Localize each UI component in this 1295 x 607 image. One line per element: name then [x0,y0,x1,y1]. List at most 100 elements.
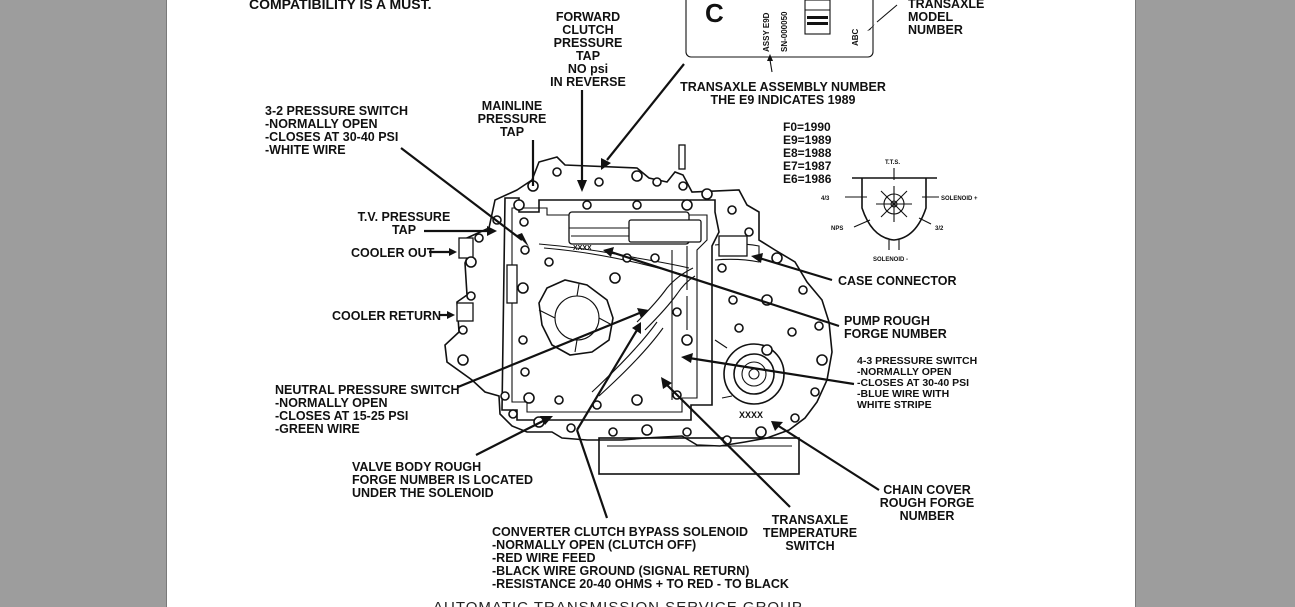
bolt-hole [552,167,562,177]
svg-text:-NORMALLY OPEN (CLUTCH OFF): -NORMALLY OPEN (CLUTCH OFF) [492,538,696,552]
svg-text:-RESISTANCE 20-40 OHMS + TO RE: -RESISTANCE 20-40 OHMS + TO RED - TO BLA… [492,577,789,591]
bolt-hole [650,253,660,263]
svg-text:E6=1986: E6=1986 [783,172,832,186]
bolt-hole [465,256,477,268]
leader-lines [400,63,880,519]
label-forward-clutch: FORWARD CLUTCH PRESSURE TAP NO psi IN RE… [550,10,626,89]
bolt-hole [457,354,469,366]
svg-text:-NORMALLY OPEN: -NORMALLY OPEN [275,396,388,410]
bolt-hole [523,392,535,404]
footer-text: AUTOMATIC TRANSMISSION SERVICE GROUP [433,599,803,607]
svg-text:F0=1990: F0=1990 [783,120,831,134]
bolt-hole [810,387,820,397]
bolt-hole [717,263,727,273]
svg-text:CHAIN COVER: CHAIN COVER [883,483,971,497]
bolt-hole [609,272,621,284]
svg-text:-NORMALLY OPEN: -NORMALLY OPEN [265,117,378,131]
id-tag: C ASSY E9D SN-000050 ABC [685,0,898,73]
bolt-hole [500,391,510,401]
svg-text:3-2 PRESSURE SWITCH: 3-2 PRESSURE SWITCH [265,104,408,118]
callout-labels: FORWARD CLUTCH PRESSURE TAP NO psi IN RE… [265,0,984,591]
bolt-hole [508,409,518,419]
svg-text:-CLOSES AT 30-40 PSI: -CLOSES AT 30-40 PSI [265,130,398,144]
svg-text:MAINLINE: MAINLINE [482,99,542,113]
svg-text:-GREEN WIRE: -GREEN WIRE [275,422,360,436]
bolt-hole [761,344,773,356]
label-transaxle-model: TRANSAXLE MODEL NUMBER [908,0,984,37]
svg-text:FORWARD: FORWARD [556,10,620,24]
label-case-connector: CASE CONNECTOR [838,274,957,288]
label-assembly-number: TRANSAXLE ASSEMBLY NUMBER THE E9 INDICAT… [680,80,886,107]
bolt-holes [457,167,828,445]
pin-43: 4/3 [821,196,830,202]
bolt-hole [701,188,713,200]
label-3-2-switch: 3-2 PRESSURE SWITCH -NORMALLY OPEN -CLOS… [265,104,408,157]
svg-text:-CLOSES AT 15-25 PSI: -CLOSES AT 15-25 PSI [275,409,408,423]
bolt-hole [678,181,688,191]
svg-text:CONVERTER CLUTCH BYPASS SOLENO: CONVERTER CLUTCH BYPASS SOLENOID [492,525,748,539]
svg-text:4-3 PRESSURE SWITCH: 4-3 PRESSURE SWITCH [857,355,977,367]
pin-32: 3/2 [935,226,944,232]
bolt-hole [641,424,653,436]
bolt-hole [554,395,564,405]
svg-text:IN REVERSE: IN REVERSE [550,75,626,89]
bolt-hole [744,227,754,237]
label-valve-body: VALVE BODY ROUGH FORGE NUMBER IS LOCATED… [352,460,533,500]
svg-text:TEMPERATURE: TEMPERATURE [763,526,857,540]
bolt-hole [755,426,767,438]
svg-text:PUMP ROUGH: PUMP ROUGH [844,314,930,328]
header-text: COMPATIBILITY IS A MUST. [249,0,432,12]
transaxle-diagram: COMPATIBILITY IS A MUST. C ASSY E9D SN-0… [249,0,984,607]
bolt-hole [520,245,530,255]
svg-text:THE E9 INDICATES 1989: THE E9 INDICATES 1989 [711,93,856,107]
bolt-hole [681,334,693,346]
bolt-hole [582,200,592,210]
bolt-hole [727,205,737,215]
svg-text:PRESSURE: PRESSURE [554,36,623,50]
tag-sn: SN-000050 [780,11,789,52]
svg-text:TAP: TAP [500,125,524,139]
svg-text:FORGE NUMBER: FORGE NUMBER [844,327,947,341]
svg-text:NO psi: NO psi [568,62,608,76]
bolt-hole [520,367,530,377]
bolt-hole [518,335,528,345]
connector-pinout: T.T.S. 4/3 SOLENOID + NPS 3/2 SOLENOID - [821,160,978,263]
svg-text:NUMBER: NUMBER [908,23,963,37]
svg-text:SWITCH: SWITCH [785,539,834,553]
svg-text:PRESSURE: PRESSURE [478,112,547,126]
tag-letter: C [705,0,724,28]
svg-text:TRANSAXLE ASSEMBLY NUMBER: TRANSAXLE ASSEMBLY NUMBER [680,80,886,94]
svg-text:-RED WIRE FEED: -RED WIRE FEED [492,551,595,565]
label-4-3-switch: 4-3 PRESSURE SWITCH -NORMALLY OPEN -CLOS… [857,355,977,411]
bolt-hole [544,257,554,267]
svg-text:CLUTCH: CLUTCH [562,23,613,37]
bolt-hole [458,325,468,335]
bolt-hole [632,200,642,210]
svg-text:E7=1987: E7=1987 [783,159,832,173]
svg-text:MODEL: MODEL [908,10,954,24]
svg-text:TRANSAXLE: TRANSAXLE [908,0,984,11]
bolt-hole [608,427,618,437]
bolt-hole [798,285,808,295]
label-temp-switch: TRANSAXLE TEMPERATURE SWITCH [763,513,857,553]
svg-text:TAP: TAP [576,49,600,63]
bolt-hole [787,327,797,337]
document-page: COMPATIBILITY IS A MUST. C ASSY E9D SN-0… [166,0,1136,607]
year-codes: F0=1990 E9=1989 E8=1988 E7=1987 E6=1986 [783,120,832,186]
label-cooler-out: COOLER OUT [351,246,435,260]
label-converter-clutch: CONVERTER CLUTCH BYPASS SOLENOID -NORMAL… [492,525,789,591]
svg-text:VALVE BODY ROUGH: VALVE BODY ROUGH [352,460,481,474]
bolt-hole [816,354,828,366]
tag-abc: ABC [851,28,860,46]
pin-sol-minus: SOLENOID - [873,257,908,263]
bolt-hole [631,394,643,406]
bolt-hole [566,423,576,433]
svg-text:-CLOSES AT 30-40 PSI: -CLOSES AT 30-40 PSI [857,377,969,389]
bolt-hole [790,413,800,423]
bolt-hole [672,307,682,317]
bolt-hole [631,170,643,182]
svg-text:-NORMALLY OPEN: -NORMALLY OPEN [857,366,952,378]
bolt-hole [474,233,484,243]
bolt-hole [682,427,692,437]
